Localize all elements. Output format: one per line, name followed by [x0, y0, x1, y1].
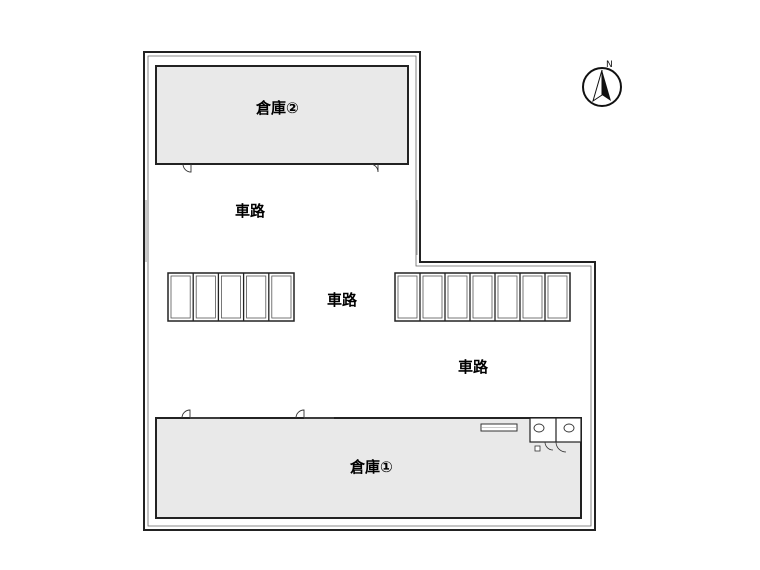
warehouse-1	[155, 417, 582, 519]
parking-right-stall	[522, 275, 543, 319]
site-boundary	[143, 51, 596, 531]
compass-label: N	[606, 60, 613, 70]
parking-right-stall	[472, 275, 493, 319]
north-compass-icon: N	[582, 60, 622, 107]
parking-right-stall	[547, 275, 568, 319]
road-label-3: 車路	[458, 358, 489, 376]
parking-left	[167, 272, 295, 322]
parking-right-stall	[422, 275, 443, 319]
parking-right-stall	[497, 275, 518, 319]
parking-right-stall	[397, 275, 418, 319]
parking-left-stall	[170, 275, 191, 319]
road-label-2: 車路	[327, 291, 358, 309]
warehouse-2	[155, 65, 409, 165]
parking-right-stall	[447, 275, 468, 319]
road-label-1: 車路	[235, 202, 266, 220]
warehouse-1-label: 倉庫①	[350, 458, 393, 476]
parking-left-stall	[220, 275, 241, 319]
restroom	[529, 417, 582, 453]
parking-left-stall	[246, 275, 267, 319]
parking-left-stall	[195, 275, 216, 319]
parking-right	[394, 272, 571, 322]
parking-left-stall	[271, 275, 292, 319]
warehouse-2-label: 倉庫②	[256, 99, 299, 117]
